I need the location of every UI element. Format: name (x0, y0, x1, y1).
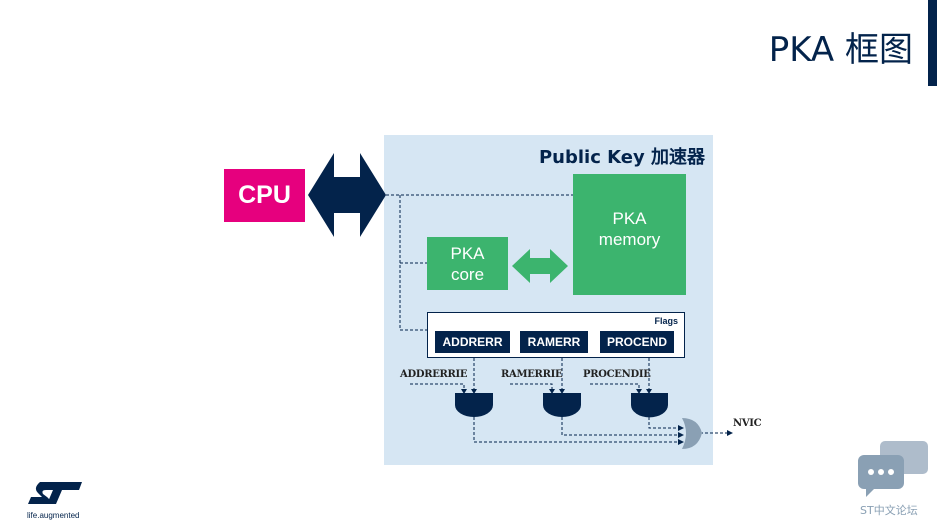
st-tagline: life.augmented (27, 511, 80, 520)
signal-label-nvic: NVIC (733, 418, 762, 429)
forum-chat-icon (858, 441, 928, 497)
slide-title: PKA 框图 (768, 30, 913, 70)
core-memory-arrow (512, 249, 568, 283)
flags-label: Flags (654, 316, 678, 326)
accelerator-title: Public Key 加速器 (538, 147, 705, 168)
signal-label-ramerrie: RAMERRIE (501, 369, 563, 380)
st-logo (28, 482, 82, 504)
flag-procend: PROCEND (600, 331, 674, 353)
bus-dashed-lines (386, 194, 573, 331)
flag-addrerr: ADDRERR (435, 331, 510, 353)
cpu-block: CPU (224, 169, 305, 222)
signal-label-addrerrie: ADDRERRIE (400, 369, 468, 380)
pka-memory-block: PKA memory (573, 174, 686, 295)
and-gate-procend (631, 393, 668, 418)
signal-label-procendie: PROCENDIE (583, 369, 651, 380)
signal-arrowheads (461, 389, 733, 445)
forum-label: ST中文论坛 (860, 504, 918, 517)
and-gate-addrerr (455, 393, 493, 417)
pka-core-block: PKA core (427, 237, 508, 290)
cpu-bus-arrow (308, 153, 386, 237)
flag-ramerr: RAMERR (520, 331, 588, 353)
flags-register: Flags ADDRERR RAMERR PROCEND (427, 312, 685, 358)
and-gate-ramerr (543, 393, 581, 417)
or-gate (682, 418, 702, 449)
title-accent-bar (928, 0, 937, 86)
